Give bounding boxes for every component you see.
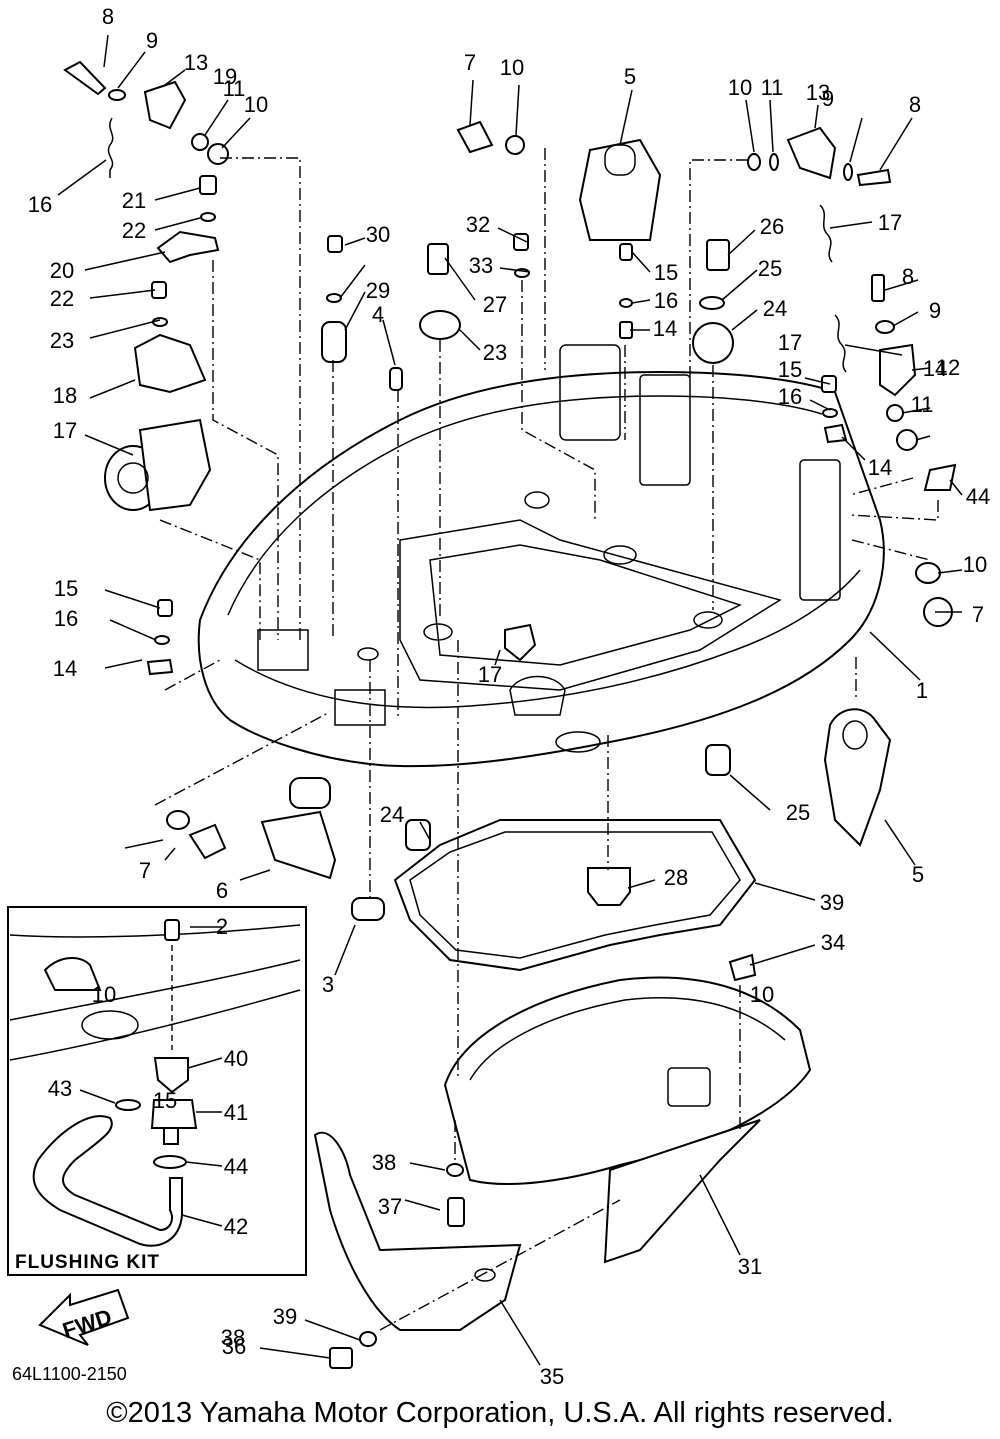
callout-number: 16 (778, 384, 802, 409)
bracket-5-right (823, 708, 892, 847)
callout-number: 14 (923, 356, 947, 381)
callout-number: 13 (184, 50, 208, 75)
callout-number: 17 (878, 210, 902, 235)
seal-gasket-40 (393, 819, 757, 972)
callout-number: 19 (213, 64, 237, 89)
callout-number: 17 (478, 662, 502, 687)
callout-number: 9 (822, 86, 834, 111)
callout-number: 37 (378, 1194, 402, 1219)
bracket-5-top (578, 138, 662, 241)
callout-number: 17 (778, 330, 802, 355)
callout-number: 23 (483, 340, 507, 365)
lever-6 (260, 777, 337, 880)
callout-number: 36 (222, 1334, 246, 1359)
callout-number: 10 (963, 552, 987, 577)
callout-number: 40 (224, 1046, 248, 1071)
callout-number: 5 (624, 64, 636, 89)
callout-number: 14 (653, 316, 677, 341)
callout-number: 11 (761, 75, 784, 100)
callout-number: 9 (929, 298, 941, 323)
callout-number: 2 (216, 914, 228, 939)
callout-number: 13 (806, 80, 830, 105)
callout-number: 23 (50, 328, 74, 353)
callout-number: 25 (758, 256, 782, 281)
callout-number: 9 (146, 28, 158, 53)
callout-number: 45 (0, 0, 12, 5)
callout-number: 10 (92, 982, 116, 1007)
callout-number: 12 (936, 355, 960, 380)
callout-number: 24 (380, 802, 404, 827)
flushing-kit-inset (7, 906, 307, 1276)
callout-number: 10 (728, 75, 752, 100)
callout-number: 42 (224, 1214, 248, 1239)
callout-number: 10 (500, 55, 524, 80)
callout-number: 26 (760, 214, 784, 239)
callout-number: 35 (540, 1364, 564, 1389)
callout-number: 22 (50, 286, 74, 311)
callout-number: 11 (223, 76, 246, 101)
inset-title: FLUSHING KIT (15, 1252, 160, 1273)
callout-number: 39 (820, 890, 844, 915)
callout-number: 8 (902, 264, 914, 289)
callout-number: 25 (786, 800, 810, 825)
callout-number: 15 (778, 357, 802, 382)
callout-number: 33 (469, 253, 493, 278)
callout-number: 27 (483, 292, 507, 317)
callout-number: 16 (654, 288, 678, 313)
callout-number: 43 (48, 1076, 72, 1101)
callout-number: 15 (54, 576, 78, 601)
callout-number: 44 (224, 1154, 248, 1179)
callout-number: 16 (54, 606, 78, 631)
leader-lines (57, 34, 963, 1366)
callout-number: 5 (912, 862, 924, 887)
callout-number: 44 (966, 484, 990, 509)
callout-number: 14 (868, 455, 892, 480)
hardware-parts (63, 60, 957, 1369)
callout-number: 8 (102, 4, 114, 29)
alignment-lines (154, 148, 939, 1331)
callout-number: 17 (53, 418, 77, 443)
callout-number: 7 (972, 602, 984, 627)
callout-number: 22 (122, 218, 146, 243)
callout-number: 21 (122, 188, 146, 213)
callout-number: 15 (153, 1088, 177, 1113)
side-panel-37 (313, 1131, 522, 1331)
copyright-notice: ©2013 Yamaha Motor Corporation, U.S.A. A… (106, 1397, 894, 1429)
switch-19 (104, 418, 212, 512)
callout-number: 7 (139, 858, 151, 883)
callout-number: 32 (466, 212, 490, 237)
callout-number: 7 (464, 50, 476, 75)
callout-number: 20 (50, 258, 74, 283)
callout-number: 8 (909, 92, 921, 117)
callout-number: 3 (322, 972, 334, 997)
callout-number: 4 (372, 302, 384, 327)
callout-number: 14 (53, 656, 77, 681)
fwd-arrow-icon (38, 1288, 130, 1346)
callout-number: 10 (244, 92, 268, 117)
callout-number: 11 (911, 392, 934, 417)
callout-number: 15 (654, 260, 678, 285)
callout-number: 24 (763, 296, 787, 321)
holder-20 (133, 333, 207, 394)
callout-number: 6 (216, 878, 228, 903)
callout-number: 30 (366, 222, 390, 247)
callout-number: 38 (221, 1325, 245, 1350)
callout-number: 41 (224, 1100, 248, 1125)
drawing-number: 64L1100-2150 (12, 1364, 127, 1384)
callout-number: 38 (372, 1150, 396, 1175)
callout-number: 1 (916, 678, 928, 703)
callout-number: 10 (750, 982, 774, 1007)
callout-number: 39 (273, 1304, 297, 1329)
lower-pan-33 (443, 976, 812, 1264)
callout-number: 31 (738, 1254, 762, 1279)
callout-number: 16 (28, 192, 52, 217)
callout-number: 34 (821, 930, 845, 955)
callout-number: 28 (664, 865, 688, 890)
callout-number: 29 (366, 278, 390, 303)
callout-number: 18 (53, 383, 77, 408)
bracket-21 (156, 230, 220, 264)
